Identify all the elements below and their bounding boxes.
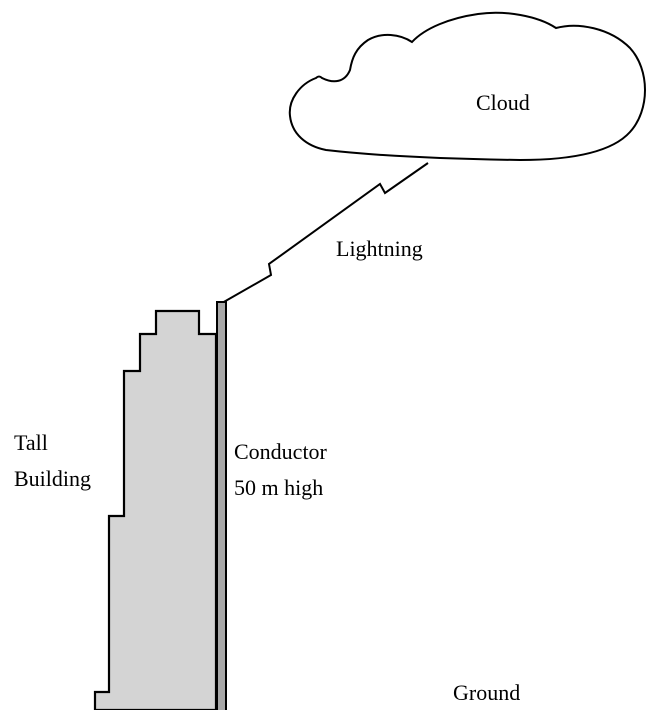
conductor-label-line2: 50 m high — [234, 475, 323, 500]
lightning-label: Lightning — [336, 236, 423, 261]
building-label-line2: Building — [14, 466, 91, 491]
tall-building — [93, 309, 218, 712]
conductor-label-line1: Conductor — [234, 439, 328, 464]
building-label-line1: Tall — [14, 430, 48, 455]
conductor-rod — [216, 301, 227, 713]
lightning-bolt — [221, 162, 429, 304]
ground-label: Ground — [453, 680, 520, 705]
cloud-label: Cloud — [476, 90, 530, 115]
cloud-shape — [288, 11, 646, 162]
